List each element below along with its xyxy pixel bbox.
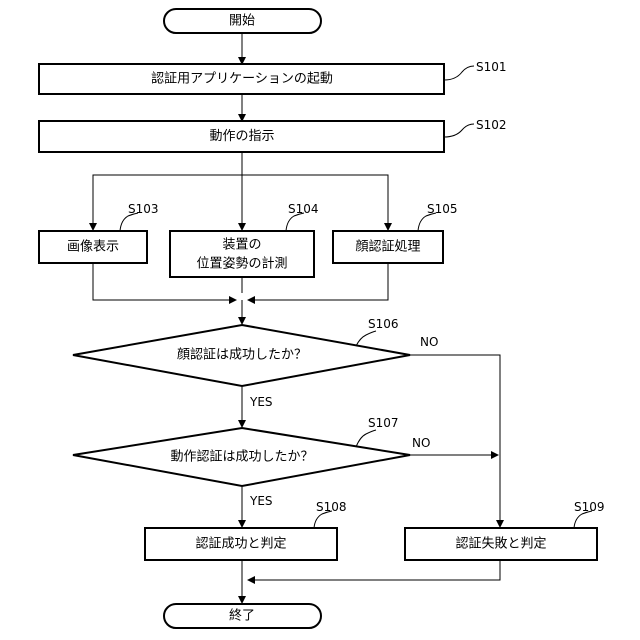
leader-s106: [356, 331, 376, 346]
s104-label-line1: 装置の: [222, 238, 261, 253]
leader-s107: [356, 430, 376, 447]
step-id-s109: S109: [574, 500, 605, 514]
step-id-s101: S101: [476, 60, 507, 74]
s106-no-label: NO: [420, 335, 438, 349]
s107-yes-label: YES: [249, 494, 273, 508]
s102-label: 動作の指示: [209, 129, 274, 144]
step-id-s103: S103: [128, 202, 159, 216]
step-id-s104: S104: [288, 202, 319, 216]
step-id-s102: S102: [476, 118, 507, 132]
s109-label: 認証失敗と判定: [455, 536, 546, 552]
s105-label: 顔認証処理: [355, 239, 420, 255]
arrow-to-s103: [93, 175, 242, 230]
connectors: [93, 33, 500, 603]
step-id-s107: S107: [368, 416, 399, 430]
end-label: 終了: [229, 608, 255, 624]
s101-label: 認証用アプリケーションの起動: [151, 71, 333, 87]
step-id-s106: S106: [368, 317, 399, 331]
step-id-s108: S108: [316, 500, 347, 514]
leader-s102: [444, 124, 474, 137]
arrow-s109-to-end: [248, 560, 500, 580]
s106-yes-label: YES: [249, 395, 273, 409]
s106-label: 顔認証は成功したか？: [177, 347, 307, 363]
step-id-s105: S105: [427, 202, 458, 216]
s104-label-line2: 位置姿勢の計測: [196, 256, 287, 272]
s103-label: 画像表示: [67, 240, 119, 255]
s107-no-label: NO: [412, 436, 430, 450]
s108-label: 認証成功と判定: [195, 536, 286, 552]
s107-label: 動作認証は成功したか？: [170, 449, 313, 465]
leader-s101: [444, 66, 474, 80]
start-label: 開始: [229, 14, 255, 29]
